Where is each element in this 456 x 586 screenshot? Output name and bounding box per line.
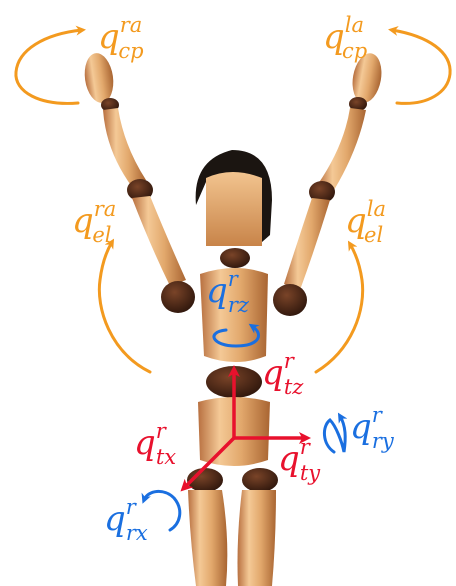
cp-la-arrow (392, 30, 450, 103)
right-shoulder-joint (161, 281, 195, 313)
el-ra-arrow (99, 242, 150, 372)
face (206, 172, 262, 246)
right-thigh (188, 490, 227, 586)
left-arm (273, 51, 385, 316)
ry-arrow (324, 416, 345, 452)
left-upper-arm (284, 198, 330, 290)
left-shoulder-joint (273, 284, 307, 316)
right-hand (82, 51, 117, 104)
rx-arrow (144, 491, 180, 530)
left-hip-joint (242, 468, 278, 492)
head (196, 150, 272, 268)
left-forearm (318, 108, 366, 190)
right-upper-arm (132, 196, 186, 286)
right-forearm (103, 108, 146, 184)
right-arm (82, 51, 195, 313)
left-thigh (238, 490, 277, 586)
cp-ra-arrow (16, 30, 82, 103)
neck-joint (220, 248, 250, 268)
el-la-arrow (316, 244, 363, 372)
